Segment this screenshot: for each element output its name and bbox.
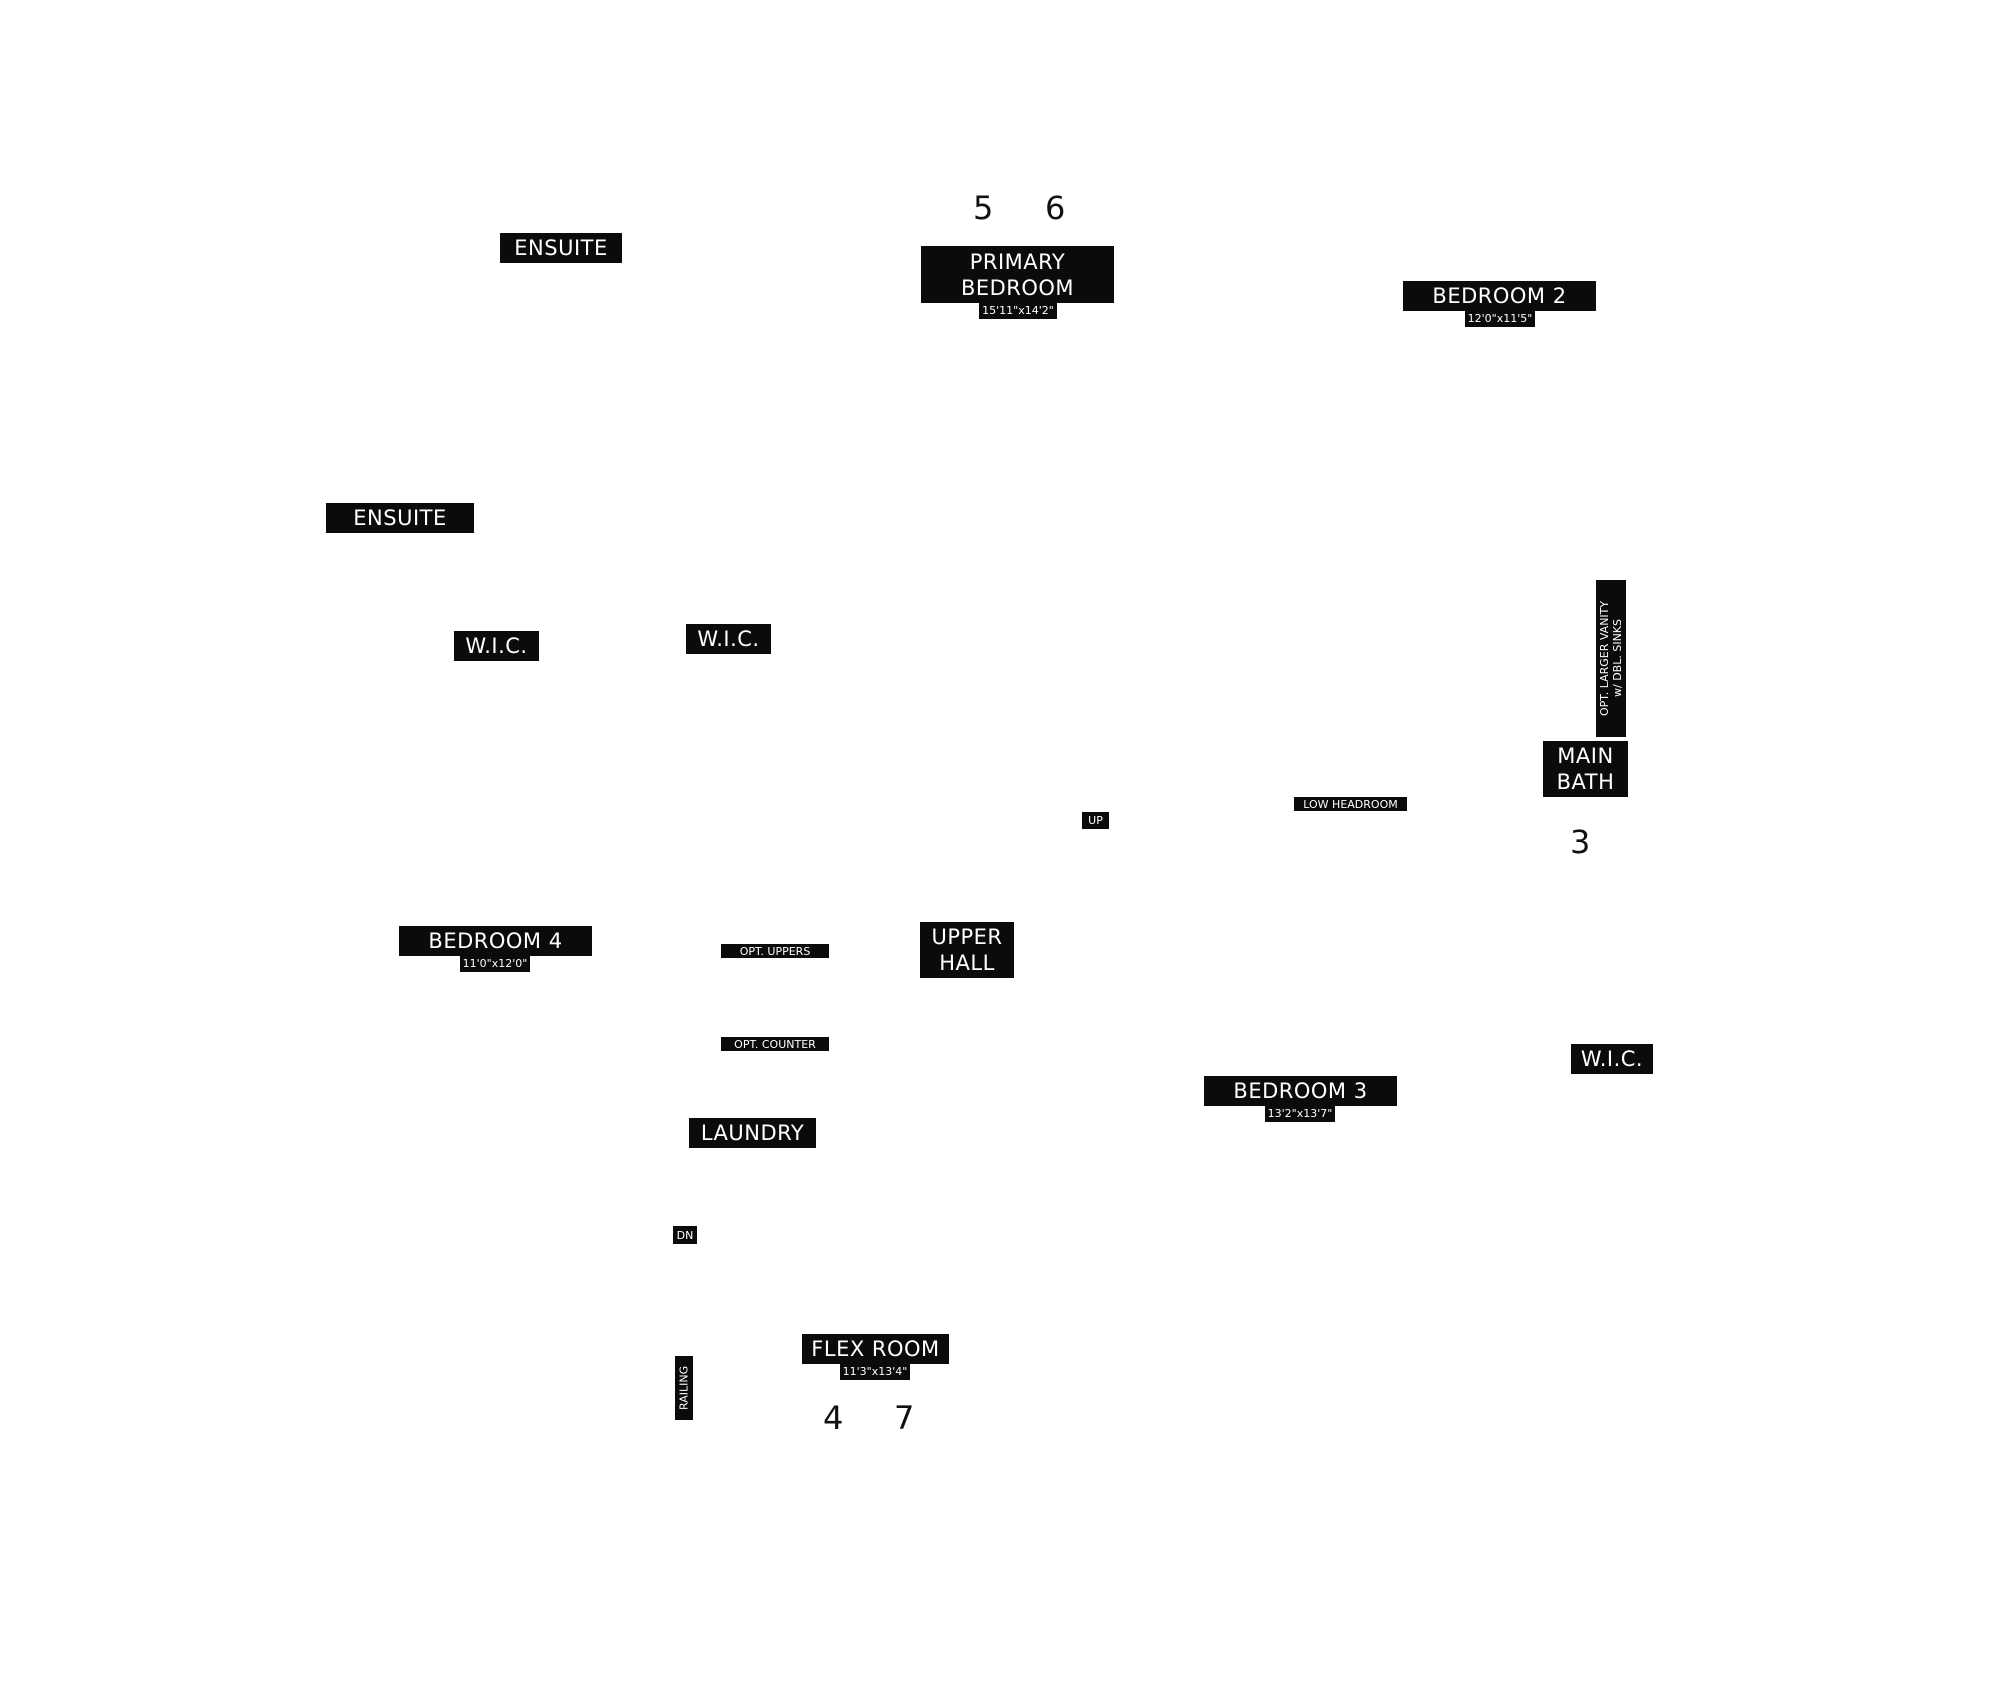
marker-5: 5 <box>973 189 994 227</box>
bedroom-2-label: BEDROOM 2 <box>1403 281 1596 311</box>
bedroom-3-dimensions: 13'2"x13'7" <box>1265 1105 1335 1122</box>
marker-4: 4 <box>823 1399 844 1437</box>
bedroom-4-label: BEDROOM 4 <box>399 926 592 956</box>
primary-bedroom-line1: PRIMARY <box>969 249 1066 274</box>
opt-counter-label: OPT. COUNTER <box>721 1037 829 1051</box>
wic-right-label: W.I.C. <box>1571 1044 1653 1074</box>
bedroom-4-dimensions: 11'0"x12'0" <box>460 955 530 972</box>
marker-6: 6 <box>1045 189 1066 227</box>
stair-up-label: UP <box>1082 812 1109 829</box>
opt-larger-vanity-label: OPT. LARGER VANITY w/ DBL. SINKS <box>1596 580 1626 737</box>
opt-larger-vanity-line1: OPT. LARGER VANITY <box>1598 600 1611 717</box>
main-bath-label: MAIN BATH <box>1543 741 1628 797</box>
primary-bedroom-label: PRIMARY BEDROOM <box>921 246 1114 303</box>
opt-larger-vanity-line2: w/ DBL. SINKS <box>1611 619 1624 698</box>
bedroom-2-dimensions: 12'0"x11'5" <box>1465 310 1535 327</box>
bedroom-3-label: BEDROOM 3 <box>1204 1076 1397 1106</box>
marker-3: 3 <box>1570 823 1591 861</box>
marker-7: 7 <box>894 1399 915 1437</box>
wic-mid-label: W.I.C. <box>686 624 771 654</box>
ensuite-left-label: ENSUITE <box>326 503 474 533</box>
ensuite-top-label: ENSUITE <box>500 233 622 263</box>
wic-left-label: W.I.C. <box>454 631 539 661</box>
upper-hall-line2: HALL <box>939 951 995 975</box>
upper-hall-label: UPPER HALL <box>920 922 1014 978</box>
low-headroom-label: LOW HEADROOM <box>1294 797 1407 811</box>
laundry-label: LAUNDRY <box>689 1118 816 1148</box>
primary-bedroom-dimensions: 15'11"x14'2" <box>979 302 1057 319</box>
flex-room-dimensions: 11'3"x13'4" <box>840 1363 910 1380</box>
upper-hall-line1: UPPER <box>931 925 1003 949</box>
flex-room-label: FLEX ROOM <box>802 1334 949 1364</box>
railing-label: RAILING <box>675 1356 693 1420</box>
stair-down-label: DN <box>673 1226 697 1244</box>
opt-uppers-label: OPT. UPPERS <box>721 944 829 958</box>
main-bath-line1: MAIN <box>1557 744 1614 768</box>
main-bath-line2: BATH <box>1556 770 1615 794</box>
primary-bedroom-line2: BEDROOM <box>960 275 1075 300</box>
